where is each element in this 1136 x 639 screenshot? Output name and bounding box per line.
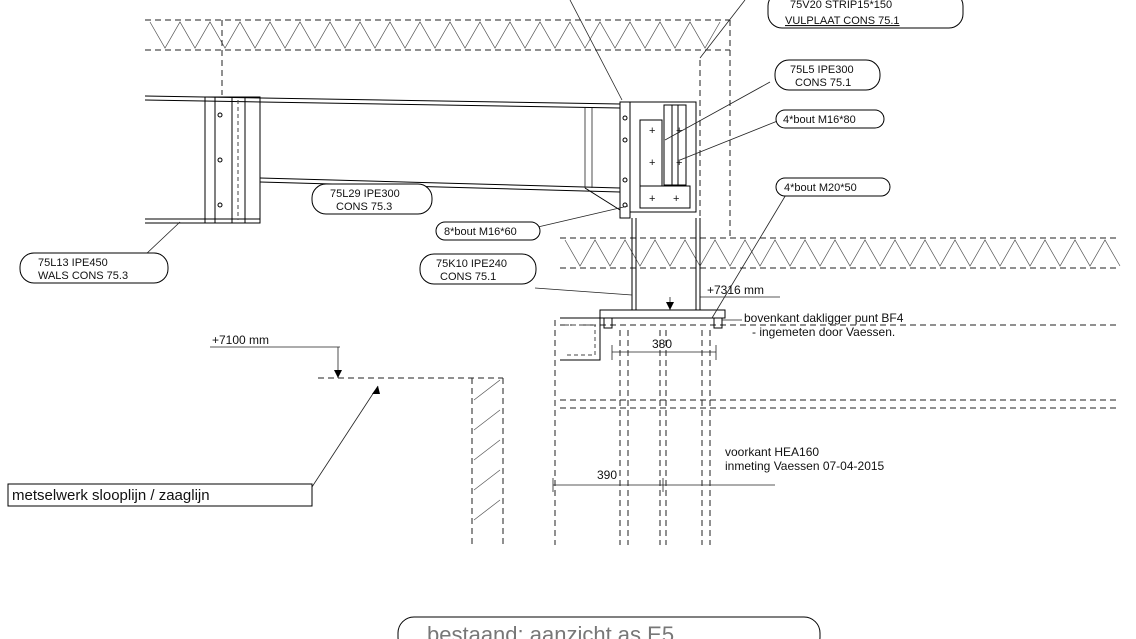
masonry-hatch <box>473 379 501 521</box>
label-bolt-m20-50: 4*bout M20*50 <box>784 182 857 194</box>
column-k10 <box>599 218 726 329</box>
view-title-bubble <box>397 616 821 639</box>
label-bolt-m16-80: 4*bout M16*80 <box>783 114 856 126</box>
label-bubble-m16-80 <box>775 109 885 129</box>
label-level-7100: +7100 mm <box>212 333 269 347</box>
label-bubble-strip <box>767 0 964 29</box>
label-level-7316: +7316 mm <box>707 283 764 297</box>
level-markers <box>210 297 674 394</box>
label-bubble-l5 <box>774 59 881 91</box>
roof-insulation-top <box>145 19 730 51</box>
svg-text:+: + <box>649 193 655 205</box>
label-l13-line1: 75L13 IPE450 <box>38 257 108 269</box>
label-l5-line1: 75L5 IPE300 <box>790 64 854 76</box>
label-bubble-k10 <box>419 253 537 285</box>
label-l29-line2: CONS 75.3 <box>336 201 392 213</box>
roof-insulation-right <box>560 237 1121 269</box>
label-masonry: metselwerk slooplijn / zaaglijn <box>12 487 210 504</box>
dimension-lines <box>552 345 775 492</box>
svg-text:+: + <box>673 193 679 205</box>
hidden-edges <box>221 20 1120 545</box>
label-vulplaat: VULPLAAT CONS 75.1 <box>785 15 900 27</box>
svg-text:+: + <box>676 157 682 169</box>
label-strip: 75V20 STRIP15*150 <box>790 0 892 11</box>
label-bf4-line1: bovenkant dakligger punt BF4 <box>744 311 904 325</box>
label-bubble-l13 <box>19 252 169 284</box>
label-dim-380: 380 <box>652 337 672 351</box>
beam-l13-section <box>145 96 261 224</box>
masonry-box <box>7 483 313 507</box>
view-title: bestaand: aanzicht as E5 <box>427 622 674 639</box>
beam-l29 <box>144 95 621 211</box>
label-l13-line2: WALS CONS 75.3 <box>38 270 128 282</box>
label-l29-line1: 75L29 IPE300 <box>330 188 400 200</box>
label-dim-390: 390 <box>597 468 617 482</box>
label-bubble-l29 <box>311 183 433 215</box>
leader-lines <box>144 0 791 491</box>
label-bubble-m20-50 <box>775 177 891 197</box>
label-l5-line2: CONS 75.1 <box>795 77 851 89</box>
label-bf4-line2: - ingemeten door Vaessen. <box>752 325 895 339</box>
label-k10-line1: 75K10 IPE240 <box>436 258 507 270</box>
label-bolt-m16-60: 8*bout M16*60 <box>444 226 517 238</box>
label-hea-line1: voorkant HEA160 <box>725 445 819 459</box>
end-plate-connection: + + + + + + <box>619 101 697 219</box>
svg-text:+: + <box>649 125 655 137</box>
label-bubble-m16-60 <box>435 221 541 241</box>
label-hea-line2: inmeting Vaessen 07-04-2015 <box>725 459 885 473</box>
support-bracket <box>560 317 601 361</box>
label-k10-line2: CONS 75.1 <box>440 271 496 283</box>
svg-text:+: + <box>649 157 655 169</box>
svg-text:+: + <box>676 125 682 137</box>
